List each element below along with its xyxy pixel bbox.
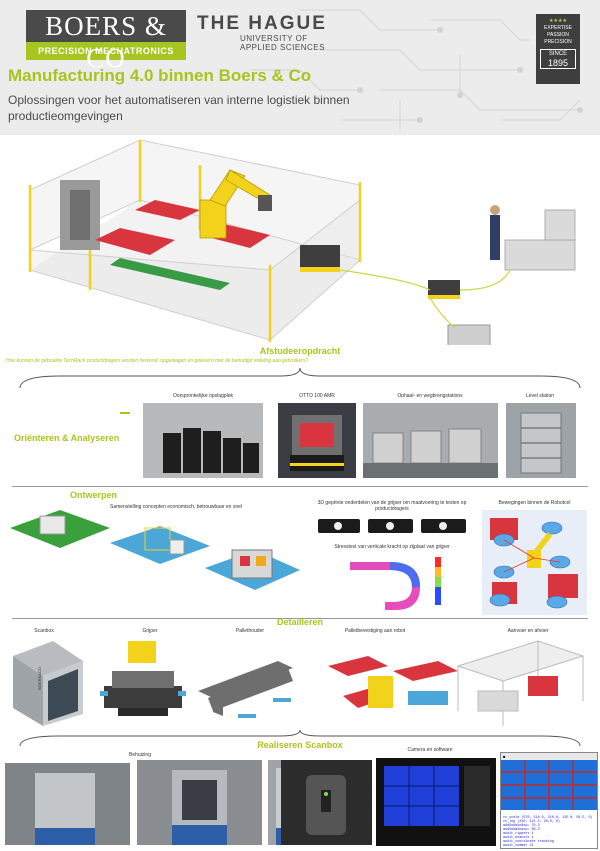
- code-line: audit_rippers 4: [503, 832, 534, 836]
- design-concepts-render: [10, 510, 300, 590]
- movements-label: Bewegingen binnen de Robotcel: [498, 500, 571, 506]
- code-line: cv_log (240, 121.5, 20.0, 0): [503, 820, 560, 824]
- concepts-label: Samenstelling concepten economisch, betr…: [110, 504, 243, 510]
- camera-window-titlebar: ■: [501, 753, 597, 760]
- boers-logo: BOERS & CO PRECISION MECHATRONICS: [26, 10, 186, 73]
- palletbevestiging-render: [328, 656, 458, 708]
- behuizing-label: Behuizing: [129, 752, 151, 758]
- aanvoer-render: [456, 640, 585, 726]
- hague-line2: APPLIED SCIENCES: [240, 43, 325, 52]
- ontwerpen-title: Ontwerpen: [70, 490, 118, 500]
- badge-line3: PRECISION: [544, 39, 572, 45]
- orient-accent: [120, 412, 130, 414]
- movements-diagram: [482, 510, 587, 615]
- bracket-divider-1: [19, 368, 581, 389]
- scanbox-brand-text: BOERS&CO: [36, 667, 42, 690]
- hague-title: THE HAGUE: [197, 13, 327, 34]
- camera-label: Camera en software: [407, 747, 453, 753]
- brand-tagline: PRECISION MECHATRONICS: [26, 42, 186, 60]
- orient-label-4: Level station: [525, 393, 555, 399]
- badge-since: SINCE: [548, 51, 568, 57]
- code-line: audit_nummer 21: [503, 844, 534, 848]
- badge-line2: PASSION: [547, 32, 569, 38]
- code-line: audit_coordinate tracking: [503, 840, 554, 844]
- code-line: cv_scale (970, 510.0, 210.0, 135.0, 56.5…: [503, 816, 593, 820]
- afstudeer-question: Hoe kunnen de gebruikte TechRack product…: [6, 358, 309, 364]
- amr-photo: [278, 403, 356, 478]
- robot-cell-render: [28, 140, 576, 345]
- camera-window[interactable]: ■ cv_scale (970, 510.0, 210.0, 135.0, 56…: [500, 752, 598, 849]
- code-line: addSubWindow: 69.3: [503, 828, 540, 832]
- divider-line-2: [12, 618, 588, 619]
- aanvoer-label: Aanvoer en afvoer: [507, 628, 549, 634]
- level-station-photo: [506, 403, 576, 478]
- page-title: Manufacturing 4.0 binnen Boers & Co: [8, 66, 312, 85]
- code-line: audit_enacore 4: [503, 836, 534, 840]
- code-line: addSubWindow: 70.3: [503, 824, 540, 828]
- scanbox-render: [13, 641, 83, 726]
- software-screenshot: [376, 758, 496, 846]
- detailleren-title: Detailleren: [276, 617, 324, 627]
- stress-test-label: Stresstest van verticale kracht op zijpl…: [334, 544, 450, 550]
- orient-label-3: Ophaal- en wegbrengstations: [397, 393, 463, 399]
- palletbevestiging-label: Palletbevestiging aan robot: [344, 628, 406, 634]
- stars-icon: ★★★★: [549, 18, 567, 24]
- heritage-badge: ★★★★ EXPERTISE PASSION PRECISION SINCE 1…: [536, 14, 580, 84]
- printed-parts-render: [318, 519, 466, 533]
- scanbox-label: Scanbox: [34, 628, 54, 634]
- housing-photo-1: [5, 763, 130, 845]
- grijper-label: Grijper: [142, 628, 158, 634]
- storage-photo: [143, 403, 263, 478]
- brand-name: BOERS & CO: [26, 10, 186, 73]
- camera-photo: [281, 760, 372, 845]
- realiseren-title: Realiseren Scanbox: [257, 740, 343, 750]
- code-output: cv_scale (970, 510.0, 210.0, 135.0, 56.5…: [501, 815, 597, 849]
- orient-label-1: Oorspronkelijke opslagplek: [172, 393, 234, 399]
- header-banner: BOERS & CO PRECISION MECHATRONICS THE HA…: [0, 0, 600, 135]
- printed-parts-label: 3D geprinte onderdelen van de grijper om…: [317, 500, 467, 512]
- circuit-background: [250, 9, 583, 130]
- grijper-render: [100, 641, 186, 716]
- badge-since-box: SINCE 1895: [540, 49, 576, 69]
- camera-grid-view: [501, 760, 597, 810]
- housing-photo-2: [137, 760, 262, 845]
- badge-line1: EXPERTISE: [544, 25, 572, 31]
- badge-year: 1895: [547, 58, 569, 68]
- stress-test-render: [350, 557, 441, 610]
- bracket-divider-2: [19, 730, 581, 747]
- hague-logo: THE HAGUE UNIVERSITY OF APPLIED SCIENCES: [197, 13, 327, 53]
- hague-line1: UNIVERSITY OF: [240, 34, 308, 43]
- afstudeer-title: Afstudeeropdracht: [259, 346, 341, 356]
- detail-renders: [13, 640, 585, 726]
- pallethouder-render: [198, 661, 293, 718]
- orient-label-2: OTTO 100 AMR: [299, 393, 335, 399]
- divider-line-1: [12, 486, 588, 487]
- pallethouder-label: Pallethouder: [235, 628, 265, 634]
- stations-photo: [363, 403, 498, 478]
- page-subtitle: Oplossingen voor het automatiseren van i…: [8, 93, 350, 123]
- orient-title: Oriënteren & Analyseren: [14, 433, 120, 443]
